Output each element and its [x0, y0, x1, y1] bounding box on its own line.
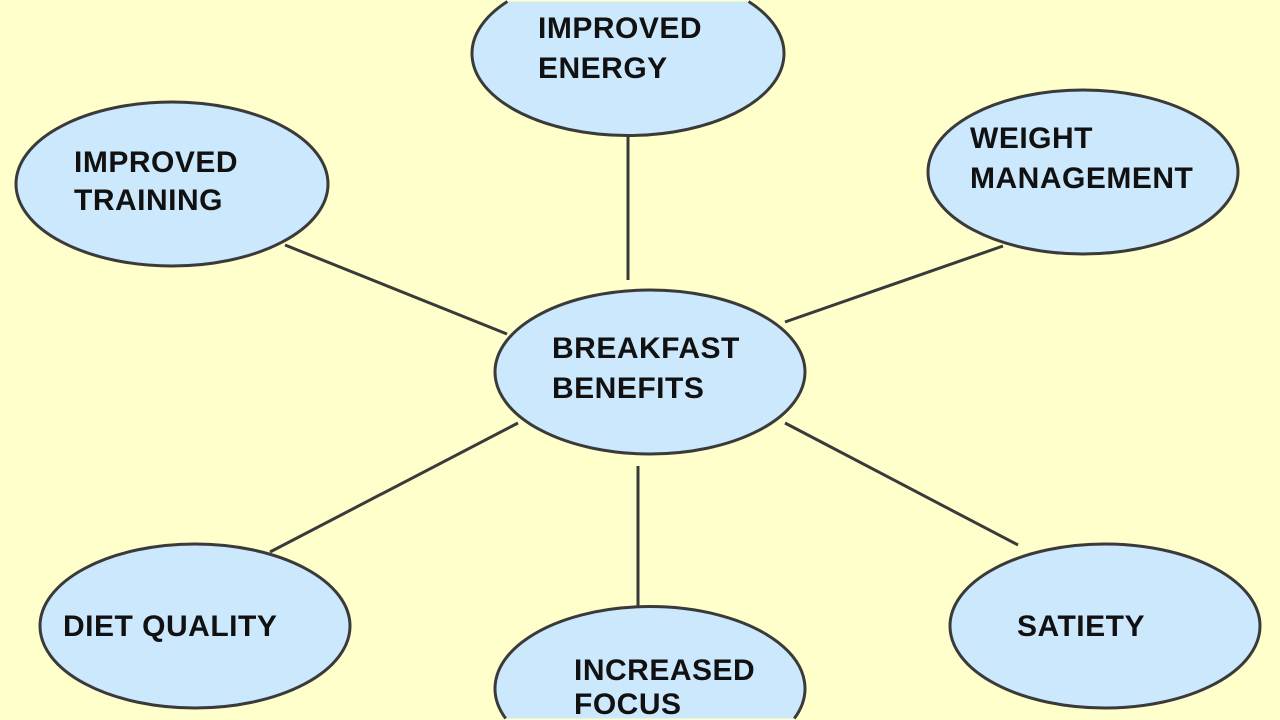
node-satiety: SATIETY — [948, 542, 1262, 710]
node-label: IMPROVED — [74, 146, 238, 179]
node-label: TRAINING — [74, 184, 223, 217]
node-label: SATIETY — [1017, 610, 1145, 643]
node-label: BREAKFAST — [552, 332, 740, 365]
node-label: DIET QUALITY — [63, 610, 277, 643]
link-diet — [269, 421, 519, 554]
node-label: WEIGHT — [970, 122, 1093, 155]
link-satiety — [784, 421, 1019, 547]
node-label: FOCUS — [574, 688, 682, 720]
node-improved-energy: IMPROVED ENERGY — [470, 0, 786, 138]
node-label: INCREASED — [574, 654, 755, 687]
node-label: IMPROVED — [538, 12, 702, 45]
node-weight-management: WEIGHT MANAGEMENT — [926, 88, 1240, 256]
node-center: BREAKFAST BENEFITS — [493, 288, 807, 456]
node-label: MANAGEMENT — [970, 162, 1193, 195]
link-weight — [784, 244, 1004, 324]
node-label: ENERGY — [538, 52, 668, 85]
node-label: BENEFITS — [552, 372, 704, 405]
node-increased-focus: INCREASED FOCUS — [493, 605, 807, 720]
node-diet-quality: DIET QUALITY — [38, 542, 352, 710]
node-improved-training: IMPROVED TRAINING — [14, 100, 330, 268]
link-training — [284, 243, 508, 336]
